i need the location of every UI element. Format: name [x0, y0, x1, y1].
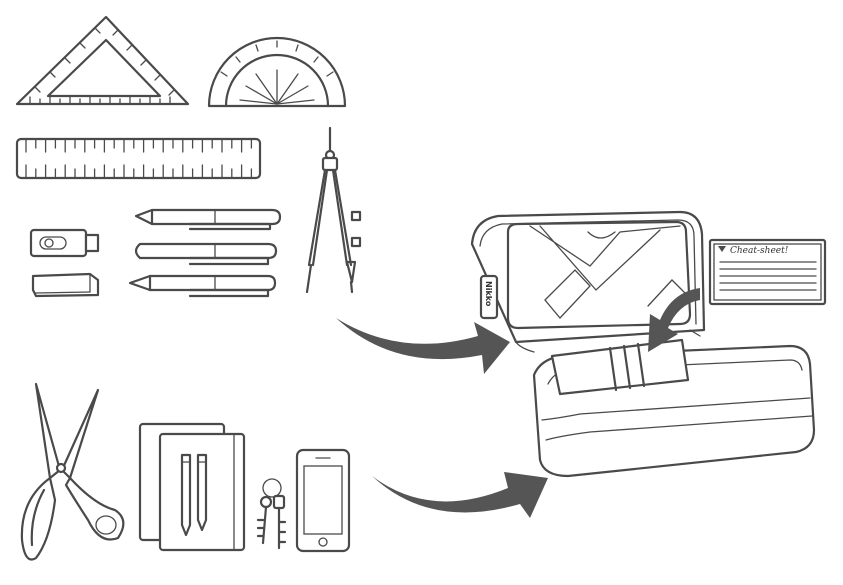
smartphone-icon: [295, 448, 351, 553]
cheat-sheet-card-icon: Cheat-sheet!: [708, 238, 827, 306]
brand-tag: Nikko: [484, 281, 493, 307]
arrow-icon: [372, 472, 548, 518]
usb-stick-icon: [29, 228, 100, 258]
cheat-sheet-title: Cheat-sheet!: [730, 246, 789, 256]
ruler-icon: [15, 137, 262, 180]
set-square-icon: [15, 15, 190, 106]
arrow-icon: [336, 318, 510, 374]
keys-icon: [256, 478, 287, 550]
compass-icon: [305, 126, 362, 294]
pen-icon: [134, 242, 278, 266]
pen-icon: [134, 208, 282, 231]
protractor-icon: [207, 36, 347, 108]
pencil-case-icon: Nikko: [470, 210, 816, 478]
pencil-icon: [128, 274, 277, 298]
notebook-icon: [138, 422, 246, 552]
scissors-icon: [20, 382, 125, 561]
eraser-icon: [31, 272, 100, 298]
